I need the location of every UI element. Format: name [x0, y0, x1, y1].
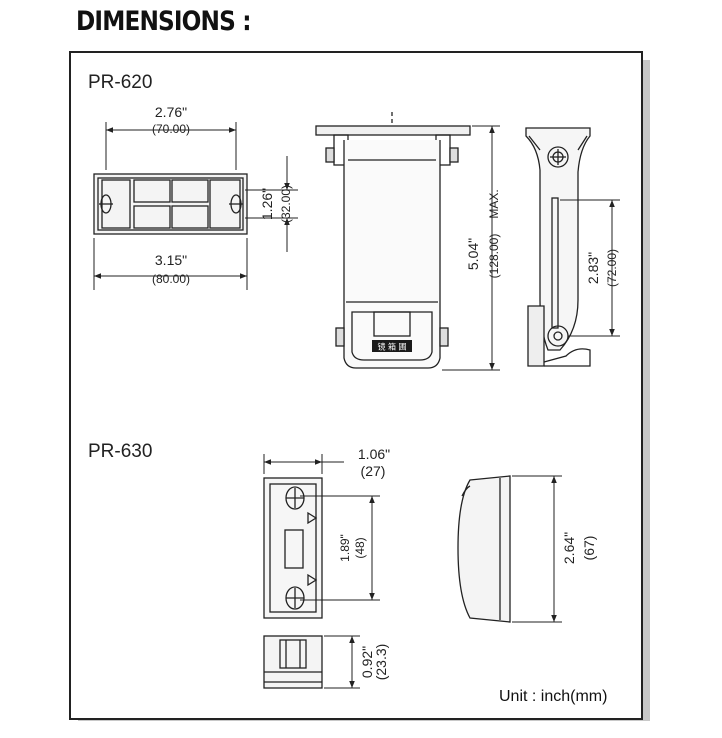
pr620-height-dimension	[442, 125, 500, 371]
pr620-side-view	[315, 112, 471, 369]
pr620-side-span-dimension	[560, 199, 620, 337]
pr630-hole-spacing-mm: (48)	[353, 537, 367, 558]
pr620-side-span-in: 2.83"	[585, 252, 601, 284]
pr620-top-width-mm: (70.00)	[152, 122, 190, 136]
pr630-front-view	[263, 477, 323, 619]
model-label-pr620: PR-620	[88, 72, 153, 93]
pr620-hole-spacing-in: 1.26"	[259, 188, 275, 220]
pr620-height-note: MAX.	[487, 189, 501, 218]
pr620-end-view	[525, 127, 591, 367]
pr620-nameplate-text: 镜 箱 圃	[377, 342, 406, 352]
model-label-pr630: PR-630	[88, 441, 153, 462]
pr630-height-mm: (67)	[581, 536, 597, 561]
pr630-hole-spacing-in: 1.89"	[338, 534, 352, 562]
pr630-depth-dimension	[324, 635, 360, 689]
pr620-front-view	[93, 173, 248, 235]
pr620-height-in: 5.04"	[465, 238, 481, 270]
pr630-height-dimension	[512, 475, 562, 623]
pr630-height-in: 2.64"	[561, 532, 577, 564]
pr630-bottom-view	[263, 635, 323, 689]
pr620-side-span-mm: (72.00)	[605, 249, 619, 287]
pr620-front-dimensions	[93, 122, 298, 290]
page-title: DIMENSIONS :	[76, 6, 251, 37]
pr620-height-mm: (128.00)	[487, 234, 501, 279]
pr620-top-width-in: 2.76"	[155, 104, 187, 120]
pr630-depth-mm: (23.3)	[373, 644, 389, 681]
pr630-side-view	[457, 475, 511, 623]
pr630-width-mm: (27)	[361, 463, 386, 479]
pr630-width-in: 1.06"	[358, 446, 390, 462]
pr630-front-dimensions	[263, 454, 380, 601]
pr620-base-width-mm: (80.00)	[152, 272, 190, 286]
pr620-hole-spacing-mm: (32.00)	[279, 185, 293, 223]
pr620-nameplate	[372, 340, 412, 352]
pr620-base-width-in: 3.15"	[155, 252, 187, 268]
pr630-depth-in: 0.92"	[359, 646, 375, 678]
unit-note: Unit : inch(mm)	[499, 688, 608, 705]
